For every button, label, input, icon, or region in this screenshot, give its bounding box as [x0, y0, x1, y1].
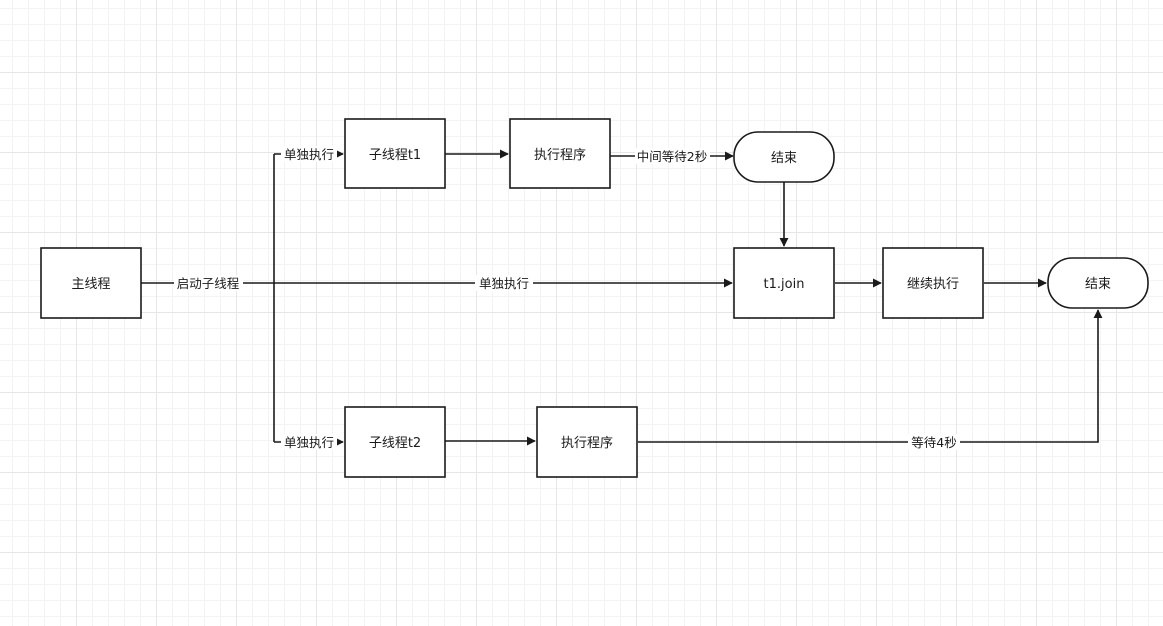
node-main-thread[interactable]: 主线程: [40, 247, 142, 319]
node-end-t1[interactable]: 结束: [733, 131, 835, 183]
label-run-t1: 单独执行: [284, 147, 334, 162]
node-continue[interactable]: 继续执行: [882, 247, 984, 319]
edge-exec-t2-to-end[interactable]: [638, 309, 1103, 443]
label-main-run: 单独执行: [479, 276, 529, 291]
node-child-t1[interactable]: 子线程t1: [344, 118, 446, 189]
node-end-main[interactable]: 结束: [1047, 257, 1149, 309]
node-end-t1-label: 结束: [771, 151, 797, 166]
node-join-label: t1.join: [764, 277, 805, 292]
node-main-thread-label: 主线程: [71, 277, 110, 292]
node-exec-t2[interactable]: 执行程序: [536, 406, 638, 478]
label-wait-2s: 中间等待2秒: [637, 149, 707, 164]
nodes: 主线程 子线程t1 执行程序 结束 t1.join 继续执行 结束: [40, 118, 1149, 478]
node-join[interactable]: t1.join: [733, 247, 835, 319]
node-child-t2-label: 子线程t2: [369, 436, 421, 451]
label-start-children: 启动子线程: [177, 276, 240, 291]
node-continue-label: 继续执行: [907, 277, 959, 292]
edge-labels: 启动子线程 单独执行 单独执行 单独执行 中间等待2秒 等待4秒: [174, 146, 960, 450]
node-exec-t2-label: 执行程序: [561, 436, 613, 451]
node-end-main-label: 结束: [1085, 277, 1111, 292]
label-wait-4s: 等待4秒: [911, 435, 956, 450]
node-child-t2[interactable]: 子线程t2: [344, 406, 446, 478]
node-child-t1-label: 子线程t1: [369, 148, 421, 163]
label-run-t2: 单独执行: [284, 435, 334, 450]
node-exec-t1[interactable]: 执行程序: [509, 118, 611, 189]
node-exec-t1-label: 执行程序: [534, 148, 586, 163]
